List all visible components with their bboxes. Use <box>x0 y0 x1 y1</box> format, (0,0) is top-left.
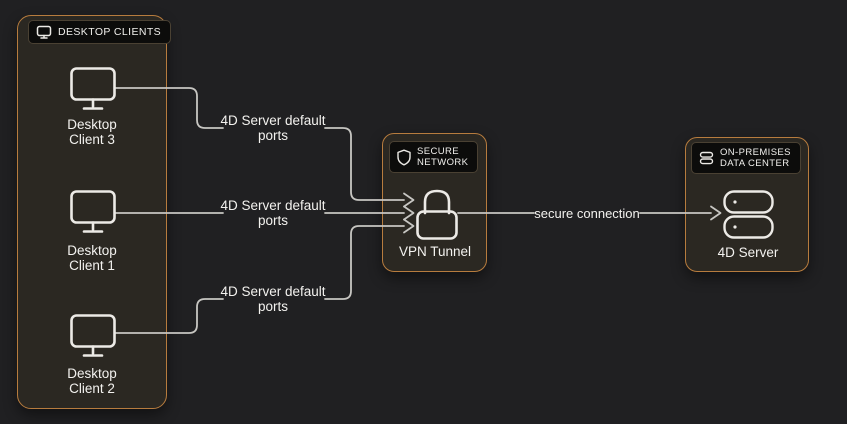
server-stack-icon <box>723 190 774 239</box>
client3-label-line2: Client 3 <box>69 132 115 147</box>
ports-label-3: 4D Server default ports <box>220 284 325 314</box>
secure-network-badge-label: SECURE NETWORK <box>417 146 468 168</box>
data-center-badge-label: ON-PREMISES DATA CENTER <box>720 147 791 169</box>
client3-label-line1: Desktop <box>67 117 117 132</box>
client2-label-line2: Client 2 <box>69 381 115 396</box>
client1-label-line1: Desktop <box>67 243 117 258</box>
client2-label-line1: Desktop <box>67 366 117 381</box>
padlock-icon <box>416 189 458 240</box>
ports-label-1: 4D Server default ports <box>220 113 325 143</box>
monitor-icon <box>70 314 116 357</box>
client2-label: Desktop Client 2 <box>67 366 117 396</box>
monitor-icon <box>70 67 116 110</box>
desktop-clients-badge: DESKTOP CLIENTS <box>28 20 172 44</box>
client3-label: Desktop Client 3 <box>67 117 117 147</box>
ports-label-2-line1: 4D Server default <box>220 198 326 213</box>
desktop-clients-group <box>17 15 167 409</box>
ports-label-3-line1: 4D Server default <box>220 284 326 299</box>
monitor-icon <box>70 190 116 233</box>
client1-label-line2: Client 1 <box>69 258 115 273</box>
ports-label-1-line2: ports <box>257 128 288 143</box>
data-center-badge-line1: ON-PREMISES <box>720 147 791 158</box>
secure-badge-line1: SECURE <box>417 146 459 157</box>
ports-label-2-line2: ports <box>257 213 288 228</box>
server-icon <box>699 151 714 165</box>
shield-icon <box>397 149 411 165</box>
monitor-icon <box>36 25 52 39</box>
vpn-tunnel-label: VPN Tunnel <box>398 244 472 259</box>
secure-connection-label: secure connection <box>534 206 640 221</box>
4d-server-label: 4D Server <box>717 245 779 260</box>
ports-label-3-line2: ports <box>257 299 288 314</box>
ports-label-2: 4D Server default ports <box>220 198 325 228</box>
data-center-badge: ON-PREMISES DATA CENTER <box>691 142 801 174</box>
ports-label-1-line1: 4D Server default <box>220 113 326 128</box>
data-center-badge-line2: DATA CENTER <box>720 158 790 169</box>
secure-network-badge: SECURE NETWORK <box>389 141 479 173</box>
secure-badge-line2: NETWORK <box>417 157 469 168</box>
client1-label: Desktop Client 1 <box>67 243 117 273</box>
desktop-clients-badge-label: DESKTOP CLIENTS <box>58 26 162 38</box>
